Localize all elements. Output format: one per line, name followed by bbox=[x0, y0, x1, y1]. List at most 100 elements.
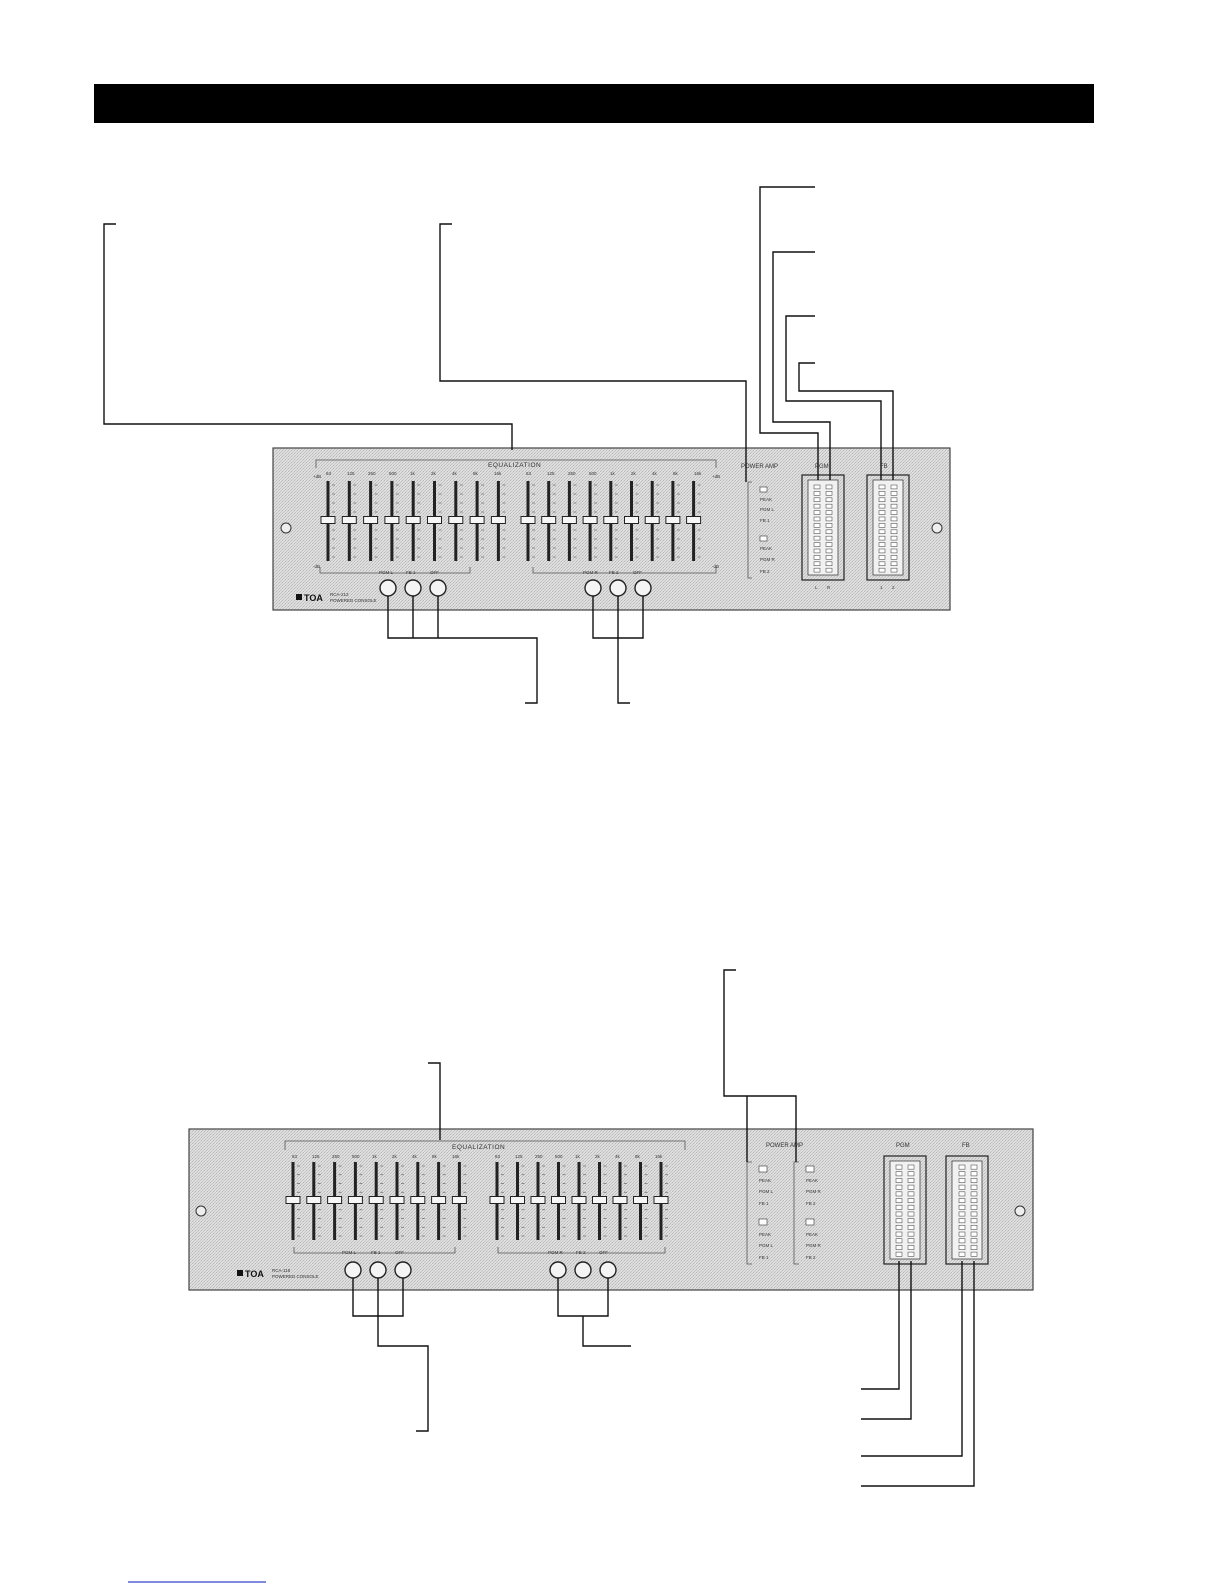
top-pgm-led-2-9 bbox=[825, 535, 833, 541]
bottom-leader-pgm-r-meter bbox=[861, 1261, 912, 1420]
top-btn-label-fb-1: FB 1 bbox=[406, 570, 416, 575]
top-pgm-led-1-7 bbox=[813, 523, 821, 528]
bottom-pa-left-4: PEAK bbox=[759, 1232, 771, 1237]
bottom-left-slider-knob-2[interactable] bbox=[306, 1196, 322, 1204]
bottom-left-slider-knob-6[interactable] bbox=[389, 1196, 405, 1204]
bottom-fb-led-1-3 bbox=[958, 1178, 966, 1183]
bottom-leader-power-amp bbox=[723, 969, 797, 1162]
bottom-left-slider-knob-7[interactable] bbox=[410, 1196, 426, 1204]
bottom-peak-led-l1 bbox=[758, 1165, 768, 1173]
bottom-fb-led-1-2 bbox=[958, 1171, 966, 1177]
bottom-right-slider-knob-9[interactable] bbox=[653, 1196, 669, 1204]
top-right-freq-9: 16k bbox=[694, 471, 702, 476]
top-left-slider-knob-1[interactable] bbox=[320, 516, 336, 524]
bottom-leader-buttons-left bbox=[352, 1278, 429, 1432]
bottom-right-slider-knob-2[interactable] bbox=[510, 1196, 525, 1204]
bottom-pgm-l-button[interactable] bbox=[344, 1261, 362, 1279]
bottom-fb-2-button[interactable] bbox=[574, 1261, 592, 1279]
bottom-left-slider-knob-5[interactable] bbox=[368, 1196, 384, 1204]
bottom-btn-bracket-left bbox=[293, 1247, 456, 1254]
top-right-slider-knob-2[interactable] bbox=[541, 516, 557, 524]
bottom-left-slider-knob-4[interactable] bbox=[347, 1196, 363, 1204]
top-left-slider-knob-8[interactable] bbox=[469, 516, 485, 524]
top-panel-screw-left bbox=[280, 522, 292, 534]
top-pgm-led-1-13 bbox=[813, 561, 821, 566]
top-pgm-led-2-3 bbox=[825, 497, 833, 502]
top-peak-led-2 bbox=[759, 535, 768, 542]
bottom-fb-led-2-10 bbox=[970, 1225, 978, 1230]
top-right-slider-knob-8[interactable] bbox=[665, 516, 681, 524]
bottom-left-slider-knob-8[interactable] bbox=[431, 1196, 447, 1204]
top-right-slider-knob-4[interactable] bbox=[582, 516, 598, 524]
bottom-left-slider-knob-3[interactable] bbox=[327, 1196, 343, 1204]
top-eq-sliders-left bbox=[320, 481, 506, 561]
top-pgm-l-button[interactable] bbox=[379, 579, 397, 597]
bottom-off-right-button[interactable] bbox=[599, 1261, 617, 1279]
top-fb-led-1-1 bbox=[878, 484, 886, 490]
top-leader-lines bbox=[103, 186, 894, 704]
top-fb-led-1-14 bbox=[878, 567, 886, 573]
top-left-slider-knob-6[interactable] bbox=[427, 516, 442, 524]
top-left-freq-3: 250 bbox=[368, 471, 376, 476]
bottom-leader-lines bbox=[352, 969, 975, 1487]
top-fb-led-1-2 bbox=[878, 491, 886, 496]
top-right-freq-1: 63 bbox=[526, 471, 532, 476]
top-fb-2-button[interactable] bbox=[609, 579, 627, 597]
bottom-left-freq-6: 2k bbox=[392, 1154, 398, 1159]
bottom-right-slider-knob-3[interactable] bbox=[530, 1196, 546, 1204]
bottom-fb-led-2-3 bbox=[970, 1178, 978, 1183]
top-pgm-led-2-4 bbox=[825, 503, 833, 509]
top-fb-led-1-6 bbox=[878, 516, 886, 522]
bottom-pa-right-1: PEAK bbox=[806, 1178, 818, 1183]
bottom-right-slider-knob-4[interactable] bbox=[551, 1196, 566, 1204]
bottom-panel-screw-right bbox=[1014, 1205, 1026, 1217]
top-model-sub: POWERED CONSOLE bbox=[330, 598, 377, 603]
bottom-pgm-led-1-12 bbox=[895, 1238, 903, 1244]
bottom-left-slider-knob-1[interactable] bbox=[285, 1196, 301, 1204]
bottom-right-slider-knob-8[interactable] bbox=[633, 1196, 648, 1204]
bottom-left-slider-knob-9[interactable] bbox=[451, 1196, 467, 1204]
bottom-pgm-led-2-1 bbox=[907, 1164, 915, 1170]
top-right-slider-knob-5[interactable] bbox=[603, 516, 619, 524]
top-right-slider-knob-9[interactable] bbox=[686, 516, 702, 524]
top-off-left-button[interactable] bbox=[429, 579, 447, 597]
bottom-pgm-r-button[interactable] bbox=[549, 1261, 567, 1279]
top-left-slider-knob-7[interactable] bbox=[448, 516, 464, 524]
top-right-slider-knob-3[interactable] bbox=[561, 516, 577, 524]
bottom-right-slider-knob-1[interactable] bbox=[489, 1196, 505, 1204]
bottom-fb-1-button[interactable] bbox=[369, 1261, 387, 1279]
bottom-pgm-led-2-5 bbox=[907, 1191, 915, 1197]
bottom-fb-led-2-11 bbox=[970, 1231, 978, 1237]
bottom-leader-fb-1-meter bbox=[861, 1261, 963, 1457]
top-logo-square bbox=[296, 594, 302, 600]
top-left-slider-knob-4[interactable] bbox=[384, 516, 400, 524]
top-left-slider-knob-3[interactable] bbox=[363, 516, 379, 524]
top-right-slider-knob-1[interactable] bbox=[520, 516, 536, 524]
bottom-fb-led-2-1 bbox=[970, 1164, 978, 1170]
bottom-left-freq-1: 63 bbox=[292, 1154, 298, 1159]
bottom-off-left-button[interactable] bbox=[394, 1261, 412, 1279]
bottom-right-freq-7: 4k bbox=[615, 1154, 621, 1159]
bottom-fb-led-1-4 bbox=[958, 1184, 966, 1190]
top-left-slider-knob-9[interactable] bbox=[490, 516, 506, 524]
top-btn-label-fb-2: FB 2 bbox=[609, 570, 619, 575]
top-right-slider-knob-6[interactable] bbox=[624, 516, 639, 524]
bottom-right-slider-knob-7[interactable] bbox=[612, 1196, 628, 1204]
bottom-fb-led-2-7 bbox=[970, 1204, 978, 1210]
top-left-slider-knob-2[interactable] bbox=[341, 516, 357, 524]
top-left-slider-knob-5[interactable] bbox=[405, 516, 421, 524]
top-off-right-button[interactable] bbox=[634, 579, 652, 597]
top-pgm-led-1-4 bbox=[813, 503, 821, 509]
bottom-right-slider-knob-5[interactable] bbox=[571, 1196, 587, 1204]
top-fb-1-button[interactable] bbox=[404, 579, 422, 597]
top-pa-label-1: PEAK bbox=[760, 497, 772, 502]
top-right-freq-4: 500 bbox=[589, 471, 597, 476]
top-right-slider-knob-7[interactable] bbox=[644, 516, 660, 524]
bottom-right-slider-knob-6[interactable] bbox=[592, 1196, 607, 1204]
top-pgm-r-button[interactable] bbox=[584, 579, 602, 597]
top-pgm-led-2-6 bbox=[825, 516, 833, 522]
top-right-freq-7: 4k bbox=[652, 471, 658, 476]
